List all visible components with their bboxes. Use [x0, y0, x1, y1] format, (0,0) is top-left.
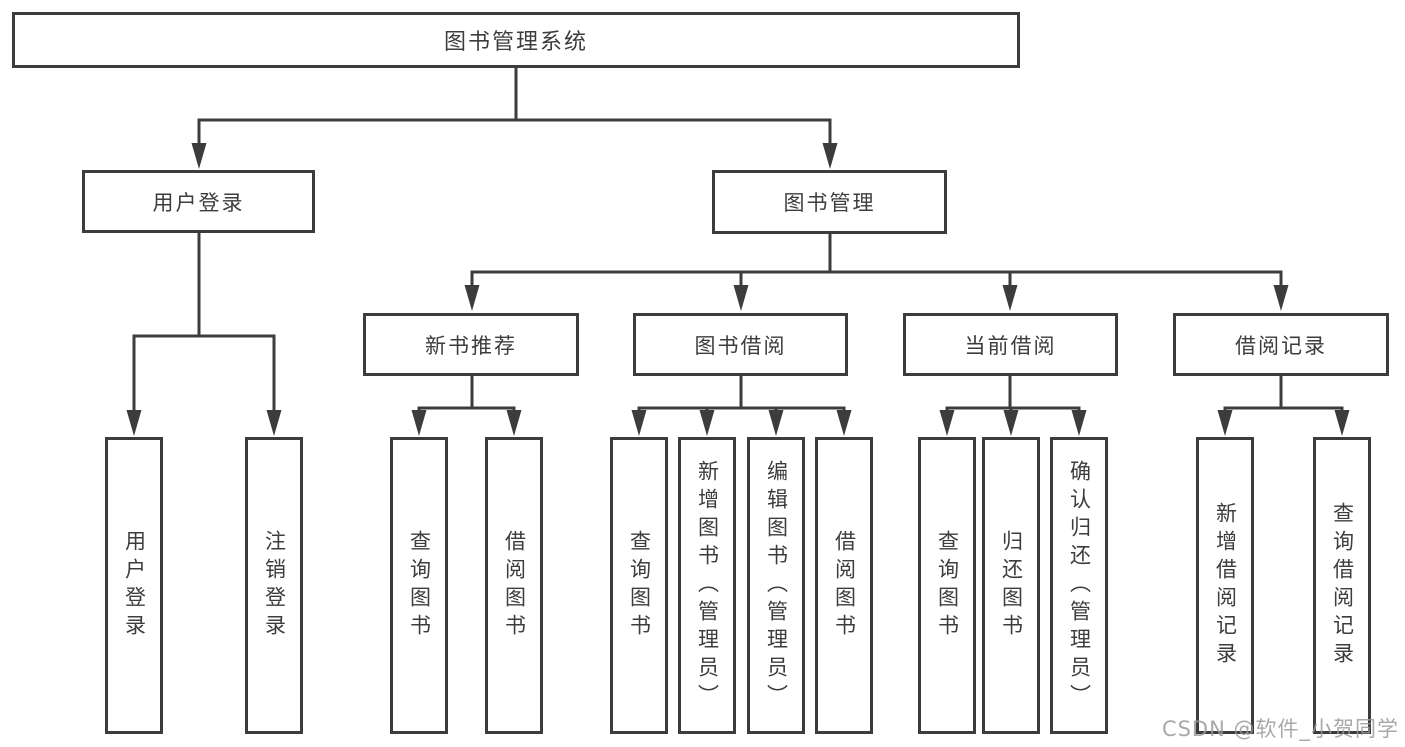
leaf-add-borrow-record: 新增借阅记录 [1196, 437, 1254, 734]
node-root: 图书管理系统 [12, 12, 1020, 68]
leaf-query-books-current: 查询图书 [918, 437, 976, 734]
leaf-confirm-return-admin-label: 确认归还（管理员） [1067, 459, 1092, 712]
leaf-query-books-borrowing: 查询图书 [610, 437, 668, 734]
leaf-add-book-admin: 新增图书（管理员） [678, 437, 736, 734]
leaf-return-books-label: 归还图书 [999, 529, 1024, 642]
leaf-query-books-borrowing-label: 查询图书 [627, 529, 652, 642]
leaf-add-borrow-record-label: 新增借阅记录 [1213, 501, 1238, 670]
node-book-borrowing: 图书借阅 [633, 313, 848, 376]
node-new-book-recommend-label: 新书推荐 [425, 333, 517, 358]
watermark: CSDN @软件_小贺同学 [1161, 717, 1399, 741]
node-book-borrowing-label: 图书借阅 [694, 333, 787, 358]
node-book-management-label: 图书管理 [783, 191, 876, 215]
leaf-borrow-books-borrowing: 借阅图书 [815, 437, 873, 734]
node-current-borrowing-label: 当前借阅 [964, 333, 1057, 358]
node-user-login: 用户登录 [82, 170, 315, 233]
leaf-logout-label: 注销登录 [262, 529, 287, 642]
node-borrowing-records: 借阅记录 [1173, 313, 1389, 376]
leaf-user-login: 用户登录 [105, 437, 163, 734]
leaf-borrow-books-recommend-label: 借阅图书 [502, 529, 527, 642]
leaf-query-borrow-record-label: 查询借阅记录 [1330, 501, 1355, 670]
leaf-user-login-label: 用户登录 [122, 529, 147, 642]
node-user-login-label: 用户登录 [152, 190, 245, 215]
leaf-add-book-admin-label: 新增图书（管理员） [695, 459, 720, 712]
leaf-confirm-return-admin: 确认归还（管理员） [1050, 437, 1108, 734]
node-new-book-recommend: 新书推荐 [363, 313, 579, 376]
leaf-logout: 注销登录 [245, 437, 303, 734]
leaf-borrow-books-borrowing-label: 借阅图书 [832, 529, 857, 642]
leaf-query-borrow-record: 查询借阅记录 [1313, 437, 1371, 734]
leaf-borrow-books-recommend: 借阅图书 [485, 437, 543, 734]
leaf-edit-book-admin-label: 编辑图书（管理员） [764, 459, 789, 712]
node-borrowing-records-label: 借阅记录 [1235, 333, 1327, 358]
leaf-query-books-recommend-label: 查询图书 [407, 529, 432, 642]
leaf-edit-book-admin: 编辑图书（管理员） [747, 437, 805, 734]
leaf-query-books-current-label: 查询图书 [935, 529, 960, 642]
leaf-return-books: 归还图书 [982, 437, 1040, 734]
node-root-label: 图书管理系统 [443, 30, 588, 55]
leaf-query-books-recommend: 查询图书 [390, 437, 448, 734]
node-book-management: 图书管理 [712, 170, 947, 234]
node-current-borrowing: 当前借阅 [903, 313, 1118, 376]
